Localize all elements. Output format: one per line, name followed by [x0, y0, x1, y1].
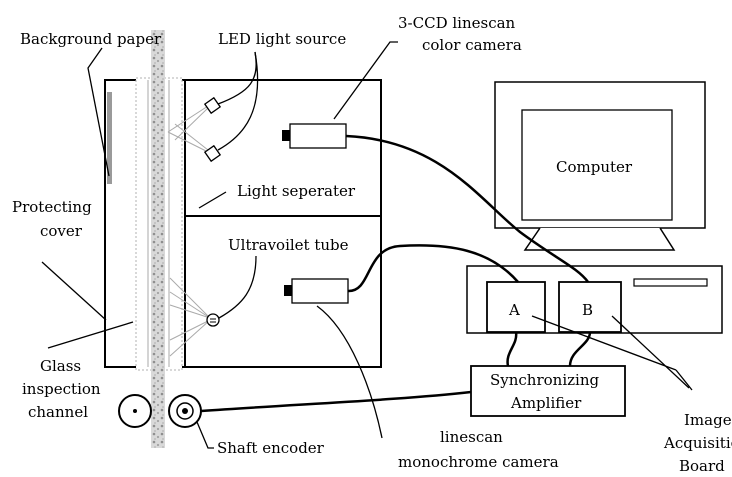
- label-glass-line1: Glass: [40, 357, 81, 375]
- disk-drive-slot: [633, 278, 708, 287]
- label-shaft-encoder: Shaft encoder: [217, 439, 325, 457]
- cable-encoder: [200, 390, 472, 413]
- cable-board-a-sync: [506, 331, 518, 367]
- label-image-line3: Board: [679, 457, 725, 475]
- label-protecting-line1: Protecting: [12, 198, 92, 216]
- color-camera-body: [289, 123, 347, 149]
- label-glass-line3: channel: [28, 403, 88, 421]
- label-sync-line1: Synchronizing: [490, 371, 599, 389]
- label-color-camera-line2: color camera: [422, 36, 522, 54]
- monitor-stand: [523, 227, 676, 251]
- uv-light-rays: [169, 277, 211, 357]
- led-source-top: [203, 96, 222, 115]
- mono-camera-body: [291, 278, 349, 304]
- label-ultraviolet-tube: Ultravoilet tube: [228, 236, 349, 254]
- label-image-line1: Image: [684, 411, 732, 429]
- label-led-light-source: LED light source: [218, 30, 346, 48]
- label-glass-line2: inspection: [22, 380, 101, 398]
- label-protecting-line2: cover: [40, 222, 83, 240]
- cable-board-b-sync: [568, 331, 592, 367]
- color-camera-lens: [282, 130, 290, 141]
- label-sync-line2: Amplifier: [510, 394, 582, 412]
- sync-amplifier-box: [470, 365, 626, 417]
- led-source-bottom: [203, 144, 222, 163]
- label-image-line2: Acquisition: [663, 434, 732, 452]
- leader-lines: [41, 41, 693, 449]
- label-light-separater: Light seperater: [237, 182, 356, 200]
- glass-speckle-column: [151, 30, 165, 448]
- led-light-rays: [167, 105, 209, 153]
- label-board-b: B: [582, 301, 593, 319]
- inspection-housing: [104, 79, 382, 368]
- label-background-paper: Background paper: [20, 30, 162, 48]
- cable-color-camera: [345, 134, 590, 283]
- label-mono-line1: linescan: [440, 428, 503, 446]
- background-paper: [107, 92, 112, 184]
- board-b: [558, 281, 622, 333]
- label-computer: Computer: [556, 158, 633, 176]
- mono-camera-lens: [284, 285, 292, 296]
- label-color-camera-line1: 3-CCD linescan: [398, 14, 516, 32]
- ultraviolet-tube: [206, 313, 220, 327]
- computer-screen: [521, 109, 673, 221]
- label-mono-line2: monochrome camera: [398, 453, 559, 471]
- cable-mono-camera: [347, 244, 519, 293]
- label-board-a: A: [508, 301, 520, 319]
